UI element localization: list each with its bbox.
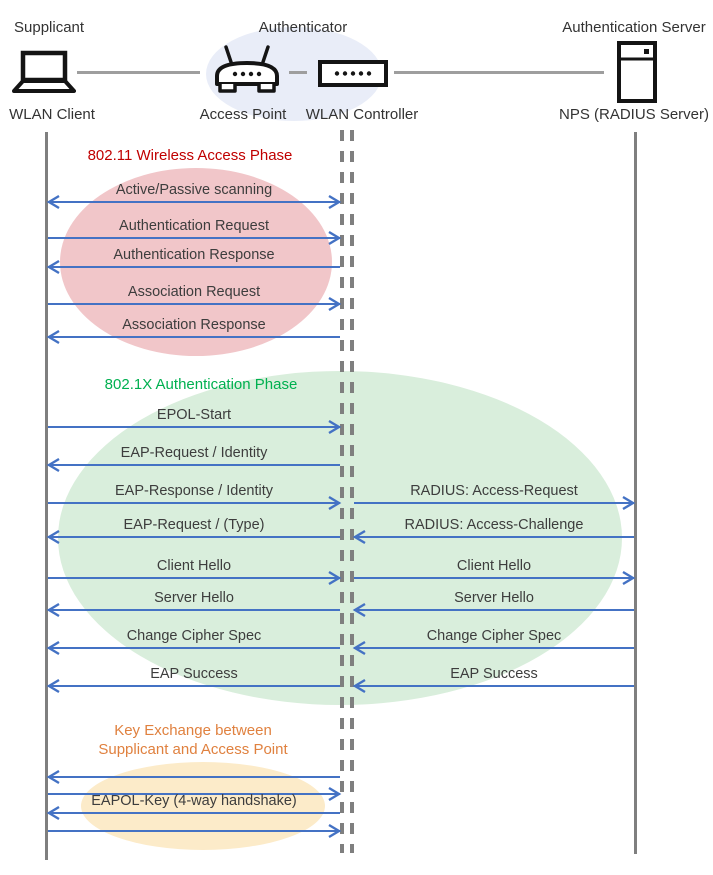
message-label: Server Hello [454,590,534,606]
message-arrow-right [48,786,342,802]
message-label: EAP Success [450,666,538,682]
message-arrow-left [46,329,340,345]
message-arrow-left [46,529,340,545]
device-label-nps-radius-server: NPS (RADIUS Server) [558,106,710,123]
message-label: RADIUS: Access-Request [410,483,578,499]
laptop-icon [12,50,76,93]
message-arrow-left [46,259,340,275]
phase-title-80211-wireless-access: 802.11 Wireless Access Phase [87,147,293,164]
message-arrow-left [352,678,634,694]
lifeline-authenticator-dash-right [350,130,354,853]
phase-bubble-80211 [60,168,332,356]
message-label: Client Hello [456,558,532,574]
device-label-wlan-controller: WLAN Controller [305,106,419,123]
message-arrow-right [48,823,342,839]
message-arrow-right [354,570,636,586]
message-label: Association Request [127,284,261,300]
message-arrow-right [48,495,342,511]
role-label-authentication-server: Authentication Server [562,19,706,36]
wlan-controller-icon [318,60,388,87]
message-label: Server Hello [154,590,234,606]
access-point-icon [215,45,279,93]
connector-line-ap-controller [289,71,307,74]
message-arrow-left [46,457,340,473]
message-label: EAP-Request / Identity [120,445,268,461]
role-label-authenticator: Authenticator [258,19,348,36]
message-label: Change Cipher Spec [426,628,562,644]
message-label: EAP-Request / (Type) [123,517,265,533]
lifeline-supplicant [45,132,48,860]
message-arrow-right [48,419,342,435]
message-arrow-right [48,296,342,312]
message-arrow-left [46,805,340,821]
server-icon [617,41,657,103]
message-label: EAP-Response / Identity [115,483,273,499]
message-arrow-right [48,570,342,586]
message-arrow-left [352,529,634,545]
message-label: Association Response [122,317,266,333]
message-arrow-left [46,640,340,656]
message-arrow-right [48,230,342,246]
message-arrow-both [46,194,342,210]
message-arrow-left [352,602,634,618]
connector-line-controller-server [394,71,604,74]
phase-title-key-exchange: Key Exchange between Supplicant and Acce… [98,722,288,758]
message-label: EAP Success [150,666,238,682]
connector-line-client-ap [77,71,200,74]
message-arrow-left [46,602,340,618]
message-label: EPOL-Start [156,407,232,423]
message-label: RADIUS: Access-Challenge [404,517,584,533]
phase-title-8021x-authentication: 802.1X Authentication Phase [104,376,298,393]
message-label: Authentication Request [119,218,269,234]
lifeline-authenticator-dash-left [340,130,344,853]
message-label: Authentication Response [113,247,275,263]
message-arrow-left [46,678,340,694]
message-label: Client Hello [156,558,232,574]
device-label-access-point: Access Point [199,106,287,123]
message-arrow-left [46,769,340,785]
role-label-supplicant: Supplicant [14,19,85,36]
message-label: Active/Passive scanning [115,182,273,198]
message-arrow-left [352,640,634,656]
message-arrow-right [354,495,636,511]
message-label: EAPOL-Key (4-way handshake) [91,793,297,809]
message-label: Change Cipher Spec [126,628,262,644]
lifeline-authentication-server [634,132,637,854]
device-label-wlan-client: WLAN Client [9,106,95,123]
